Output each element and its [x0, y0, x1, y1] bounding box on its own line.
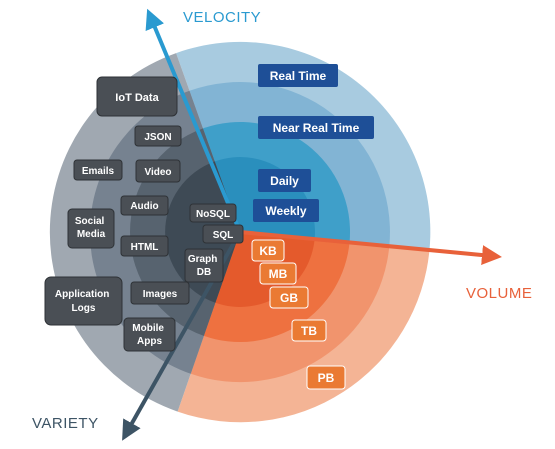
velocity-labels: Real Time Near Real Time Daily Weekly [253, 64, 374, 222]
svg-text:Audio: Audio [130, 201, 158, 212]
svg-text:PB: PB [318, 371, 335, 385]
label-audio: Audio [120, 195, 169, 216]
label-mobile-apps-text: Mobile Apps [132, 323, 166, 347]
volume-labels: KB MB GB TB PB [251, 239, 346, 390]
velocity-axis [145, 8, 242, 233]
svg-text:Images: Images [143, 289, 178, 300]
variety-labels: IoT Data JSON Emails Video Audio Social … [44, 76, 244, 352]
svg-text:Video: Video [144, 167, 171, 178]
volume-axis [239, 230, 502, 266]
label-gb: GB [269, 286, 309, 309]
label-html: HTML [120, 235, 169, 257]
label-sql: SQL [202, 224, 244, 244]
label-images: Images [130, 281, 190, 305]
label-graph-db-text: Graph DB [188, 254, 220, 278]
svg-text:NoSQL: NoSQL [196, 209, 230, 220]
label-pb: PB [306, 365, 346, 390]
label-json: JSON [134, 125, 182, 147]
label-iot-data: IoT Data [96, 76, 178, 117]
svg-text:Emails: Emails [82, 166, 115, 177]
svg-text:IoT Data: IoT Data [115, 92, 159, 104]
svg-text:HTML: HTML [131, 242, 159, 253]
svg-text:Weekly: Weekly [265, 204, 306, 218]
label-emails: Emails [73, 159, 123, 181]
svg-text:SQL: SQL [213, 230, 234, 241]
svg-text:Daily: Daily [270, 174, 299, 188]
svg-text:JSON: JSON [144, 132, 171, 143]
label-mb: MB [259, 262, 297, 285]
label-social-media: Social Media [67, 208, 115, 249]
label-application-logs: Application Logs [44, 276, 123, 326]
label-real-time: Real Time [258, 64, 338, 87]
variety-axis-title: VARIETY [32, 415, 99, 432]
label-kb: KB [251, 239, 285, 262]
label-daily: Daily [258, 169, 311, 192]
svg-text:Near Real Time: Near Real Time [273, 121, 360, 135]
velocity-axis-title: VELOCITY [183, 9, 261, 26]
label-weekly: Weekly [253, 199, 319, 222]
volume-axis-title: VOLUME [466, 285, 532, 302]
svg-text:Real Time: Real Time [270, 69, 327, 83]
label-video: Video [135, 159, 181, 183]
label-nosql: NoSQL [189, 203, 237, 223]
label-application-logs-text: Application Logs [55, 289, 112, 314]
svg-text:KB: KB [259, 244, 277, 258]
label-social-media-text: Social Media [75, 216, 107, 240]
label-mobile-apps: Mobile Apps [123, 317, 176, 352]
svg-text:GB: GB [280, 291, 298, 305]
label-tb: TB [291, 319, 327, 342]
label-near-real-time: Near Real Time [258, 116, 374, 139]
label-graph-db: Graph DB [184, 248, 224, 283]
svg-text:MB: MB [269, 267, 288, 281]
svg-text:TB: TB [301, 324, 317, 338]
